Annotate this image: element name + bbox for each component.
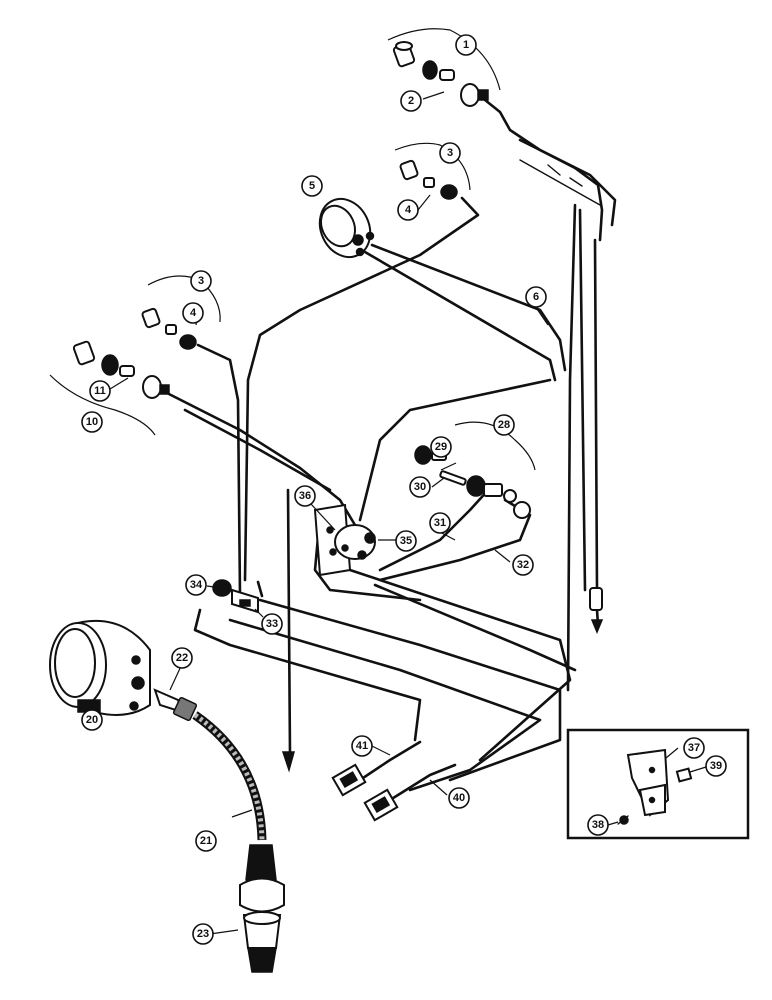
callout-2: 2 xyxy=(400,90,422,112)
callout-3-left: 3 xyxy=(190,270,212,292)
svg-text:20: 20 xyxy=(86,714,98,726)
switch-assembly-28 xyxy=(414,421,536,519)
harness-wires xyxy=(163,98,617,802)
callout-1: 1 xyxy=(455,34,477,56)
callout-3: 3 xyxy=(439,142,461,164)
lamp-assembly-1 xyxy=(387,28,601,206)
callout-21: 21 xyxy=(195,830,217,852)
tach-cable-21 xyxy=(153,688,285,973)
svg-text:1: 1 xyxy=(463,39,469,51)
callout-36: 36 xyxy=(294,485,316,507)
svg-text:36: 36 xyxy=(299,490,311,502)
callout-32: 32 xyxy=(512,554,534,576)
callout-41: 41 xyxy=(351,735,373,757)
svg-text:5: 5 xyxy=(309,180,315,192)
svg-text:2: 2 xyxy=(408,95,414,107)
callout-40: 40 xyxy=(448,787,470,809)
callout-22: 22 xyxy=(171,647,193,669)
switch-34-33 xyxy=(212,579,264,614)
callout-31: 31 xyxy=(429,512,451,534)
svg-text:39: 39 xyxy=(710,760,722,772)
tachometer-20 xyxy=(49,619,151,716)
callout-34: 34 xyxy=(185,574,207,596)
callout-4: 4 xyxy=(397,199,419,221)
callout-6: 6 xyxy=(525,286,547,308)
svg-text:21: 21 xyxy=(200,835,212,847)
callout-11: 11 xyxy=(89,380,111,402)
gauge-5 xyxy=(318,197,375,259)
callout-35: 35 xyxy=(395,530,417,552)
svg-text:34: 34 xyxy=(190,579,203,591)
lamp-assembly-3-upper xyxy=(394,142,471,200)
callout-10: 10 xyxy=(81,411,103,433)
callout-5: 5 xyxy=(301,175,323,197)
svg-text:6: 6 xyxy=(533,291,539,303)
callout-33: 33 xyxy=(261,613,283,635)
svg-text:41: 41 xyxy=(356,740,368,752)
callout-39: 39 xyxy=(705,755,727,777)
svg-text:40: 40 xyxy=(453,792,465,804)
callout-38: 38 xyxy=(587,814,609,836)
callout-28: 28 xyxy=(493,414,515,436)
svg-text:30: 30 xyxy=(414,481,426,493)
svg-text:38: 38 xyxy=(592,819,604,831)
svg-text:4: 4 xyxy=(405,204,412,216)
svg-text:28: 28 xyxy=(498,419,510,431)
svg-text:3: 3 xyxy=(447,147,453,159)
lamp-assembly-10 xyxy=(49,340,170,436)
callouts: 1 2 3 4 5 6 3 4 11 10 28 29 30 36 35 31 … xyxy=(81,34,727,945)
svg-text:37: 37 xyxy=(688,742,700,754)
svg-text:22: 22 xyxy=(176,652,188,664)
ignition-switch-35 xyxy=(313,503,376,577)
callout-leaders xyxy=(109,91,707,935)
callout-29: 29 xyxy=(430,436,452,458)
svg-text:23: 23 xyxy=(197,928,209,940)
svg-text:32: 32 xyxy=(517,559,529,571)
callout-37: 37 xyxy=(683,737,705,759)
svg-text:35: 35 xyxy=(400,535,412,547)
svg-text:4: 4 xyxy=(190,307,197,319)
callout-23: 23 xyxy=(192,923,214,945)
svg-text:11: 11 xyxy=(94,385,106,397)
svg-text:29: 29 xyxy=(435,441,447,453)
svg-text:10: 10 xyxy=(86,416,98,428)
connectors xyxy=(281,587,604,822)
callout-30: 30 xyxy=(409,476,431,498)
svg-text:3: 3 xyxy=(198,275,204,287)
callout-20: 20 xyxy=(81,709,103,731)
svg-text:33: 33 xyxy=(266,618,278,630)
callout-4-left: 4 xyxy=(182,302,204,324)
svg-text:31: 31 xyxy=(434,517,446,529)
